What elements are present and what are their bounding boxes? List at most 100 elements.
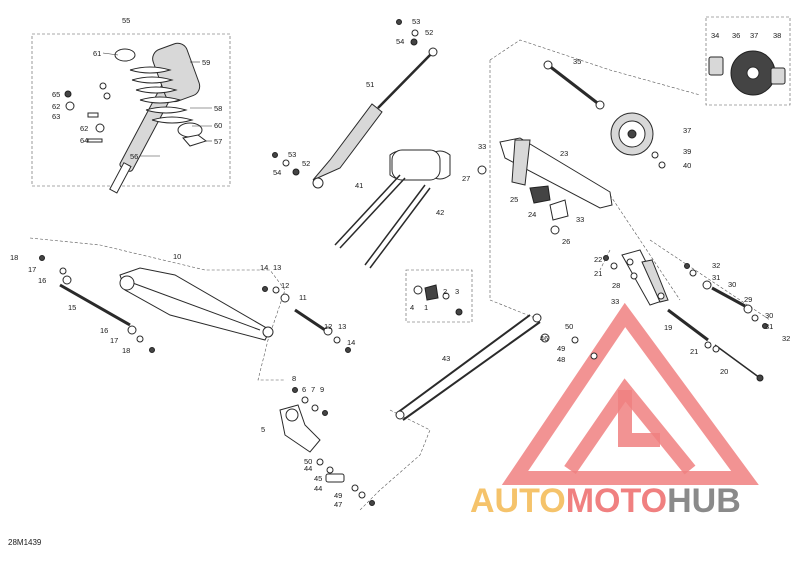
label-18a: 18 [10, 253, 18, 262]
label-23: 23 [560, 149, 568, 158]
callout-labels: 55 61 59 65 62 63 58 62 60 64 57 56 53 5… [10, 16, 790, 509]
label-47: 47 [334, 500, 342, 509]
label-33c: 33 [611, 297, 619, 306]
label-51: 51 [366, 80, 374, 89]
label-31b: 31 [765, 322, 773, 331]
label-60: 60 [214, 121, 222, 130]
label-38: 38 [773, 31, 781, 40]
label-16a: 16 [38, 276, 46, 285]
rear-linkage-assembly [603, 249, 768, 382]
rear-arm-group-outline [489, 39, 771, 321]
label-39: 39 [683, 147, 691, 156]
label-6: 6 [302, 385, 306, 394]
label-55: 55 [122, 16, 130, 25]
label-56: 56 [130, 152, 138, 161]
torsion-springs [334, 149, 451, 269]
center-link-assembly [279, 313, 598, 506]
label-24: 24 [528, 210, 536, 219]
center-link-outline [359, 409, 431, 511]
label-54a: 54 [396, 37, 404, 46]
watermark-text-hub: HUB [667, 482, 741, 520]
label-27: 27 [462, 174, 470, 183]
label-22: 22 [594, 255, 602, 264]
label-37a: 37 [750, 31, 758, 40]
label-33b: 33 [576, 215, 584, 224]
svg-text:AUTOMOTOHUB: AUTOMOTOHUB [470, 482, 741, 520]
label-29: 29 [744, 295, 752, 304]
label-11: 11 [299, 293, 307, 302]
label-52a: 52 [425, 28, 433, 37]
label-49a: 49 [334, 491, 342, 500]
label-36: 36 [732, 31, 740, 40]
diagram-code: 28M1439 [8, 538, 42, 547]
label-54b: 54 [273, 168, 281, 177]
label-57: 57 [214, 137, 222, 146]
label-30a: 30 [728, 280, 736, 289]
label-28: 28 [612, 281, 620, 290]
label-18b: 18 [122, 346, 130, 355]
label-26: 26 [562, 237, 570, 246]
label-1: 1 [424, 303, 428, 312]
label-12b: 12 [324, 322, 332, 331]
label-61: 61 [93, 49, 101, 58]
label-37b: 37 [683, 126, 691, 135]
label-32a: 32 [712, 261, 720, 270]
label-50b: 50 [565, 322, 573, 331]
label-52b: 52 [302, 159, 310, 168]
label-33a: 33 [478, 142, 486, 151]
label-8: 8 [292, 374, 296, 383]
label-14b: 14 [347, 338, 355, 347]
label-10: 10 [173, 252, 181, 261]
label-21a: 21 [594, 269, 602, 278]
label-42: 42 [436, 208, 444, 217]
small-kit-box [405, 269, 473, 323]
label-41: 41 [355, 181, 363, 190]
watermark-logo [501, 302, 759, 485]
label-2: 2 [443, 287, 447, 296]
label-34: 34 [711, 31, 719, 40]
label-58: 58 [214, 104, 222, 113]
label-30b: 30 [765, 311, 773, 320]
front-arm-assembly [39, 255, 351, 353]
label-44b: 44 [314, 484, 322, 493]
label-65: 65 [52, 90, 60, 99]
label-62b: 62 [80, 124, 88, 133]
label-62a: 62 [52, 102, 60, 111]
label-13a: 13 [273, 263, 281, 272]
watermark-text-auto: AUTO [470, 482, 566, 520]
label-5: 5 [261, 425, 265, 434]
label-48: 48 [557, 355, 565, 364]
label-3: 3 [455, 287, 459, 296]
label-9: 9 [320, 385, 324, 394]
label-44a: 44 [304, 464, 312, 473]
label-64: 64 [80, 136, 88, 145]
label-63: 63 [52, 112, 60, 121]
small-hardware-kit [413, 284, 463, 316]
label-53a: 53 [412, 17, 420, 26]
label-35: 35 [573, 57, 581, 66]
label-59: 59 [202, 58, 210, 67]
label-49b: 49 [557, 344, 565, 353]
label-43: 43 [442, 354, 450, 363]
label-4: 4 [410, 303, 414, 312]
label-19: 19 [664, 323, 672, 332]
label-46: 46 [540, 334, 548, 343]
label-53b: 53 [288, 150, 296, 159]
rear-shock-assembly [64, 42, 208, 194]
label-45: 45 [314, 474, 322, 483]
label-50a: 50 [304, 457, 312, 466]
label-14a: 14 [260, 263, 268, 272]
shock-leaders [102, 52, 212, 157]
label-21b: 21 [690, 347, 698, 356]
label-20: 20 [720, 367, 728, 376]
label-16b: 16 [100, 326, 108, 335]
front-arm-group-outline [29, 237, 286, 381]
label-15: 15 [68, 303, 76, 312]
front-shock [272, 19, 438, 189]
label-31a: 31 [712, 273, 720, 282]
label-17a: 17 [28, 265, 36, 274]
watermark-text-moto: MOTO [566, 482, 667, 520]
label-13b: 13 [338, 322, 346, 331]
watermark-text: AUTOMOTOHUB [470, 482, 741, 520]
